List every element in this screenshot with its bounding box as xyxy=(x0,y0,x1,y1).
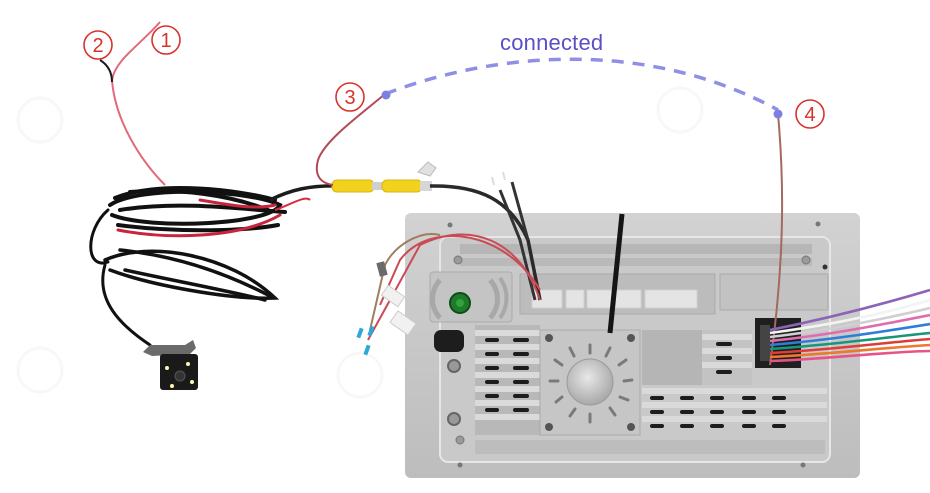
reverse-wire xyxy=(769,113,784,366)
screw xyxy=(822,264,828,270)
callout-1: 1 xyxy=(151,25,181,55)
wiring-harness xyxy=(769,288,930,363)
connection-line xyxy=(384,57,779,112)
camera-led xyxy=(186,362,190,366)
camera-cable-coil xyxy=(89,186,287,347)
connection-dot-end xyxy=(773,109,783,119)
rca-connector xyxy=(331,161,437,193)
screw xyxy=(457,462,463,468)
callout-3: 3 xyxy=(335,82,365,112)
callout-label: 3 xyxy=(344,87,355,109)
wire-tag xyxy=(380,284,406,308)
connection-dot-start xyxy=(381,90,391,100)
camera-led xyxy=(190,380,194,384)
heatsink-left xyxy=(475,325,540,435)
callout-label: 2 xyxy=(92,35,103,57)
connection-caption: connected xyxy=(500,30,604,55)
watermark xyxy=(16,86,704,399)
backup-camera xyxy=(143,340,198,390)
fm-antenna-port xyxy=(434,330,464,352)
camera-mount-bracket xyxy=(143,340,196,356)
callout-label: 4 xyxy=(804,104,815,126)
screw xyxy=(455,435,465,445)
rf-port xyxy=(447,412,461,426)
camera-led xyxy=(170,384,174,388)
callout-label: 1 xyxy=(160,30,171,52)
callout-4: 4 xyxy=(795,99,825,129)
wire-tag xyxy=(389,310,417,336)
callout-2: 2 xyxy=(83,30,113,60)
acc-wire xyxy=(379,235,541,306)
zip-tie xyxy=(607,213,625,334)
center-heatsink xyxy=(539,329,641,436)
fan-hub xyxy=(566,358,614,406)
camera-led xyxy=(165,366,169,370)
trigger-wire xyxy=(315,93,386,186)
screw xyxy=(801,255,811,265)
screw xyxy=(453,255,463,265)
screw xyxy=(800,462,806,468)
head-unit xyxy=(405,213,860,478)
brake-wire xyxy=(367,233,541,341)
camera-lens xyxy=(174,370,186,382)
power-wire-red xyxy=(110,21,166,186)
rf-port xyxy=(447,359,461,373)
screw xyxy=(447,222,453,228)
screw xyxy=(815,221,821,227)
ground-wire-black xyxy=(99,59,113,83)
heatsink-right xyxy=(475,330,827,454)
